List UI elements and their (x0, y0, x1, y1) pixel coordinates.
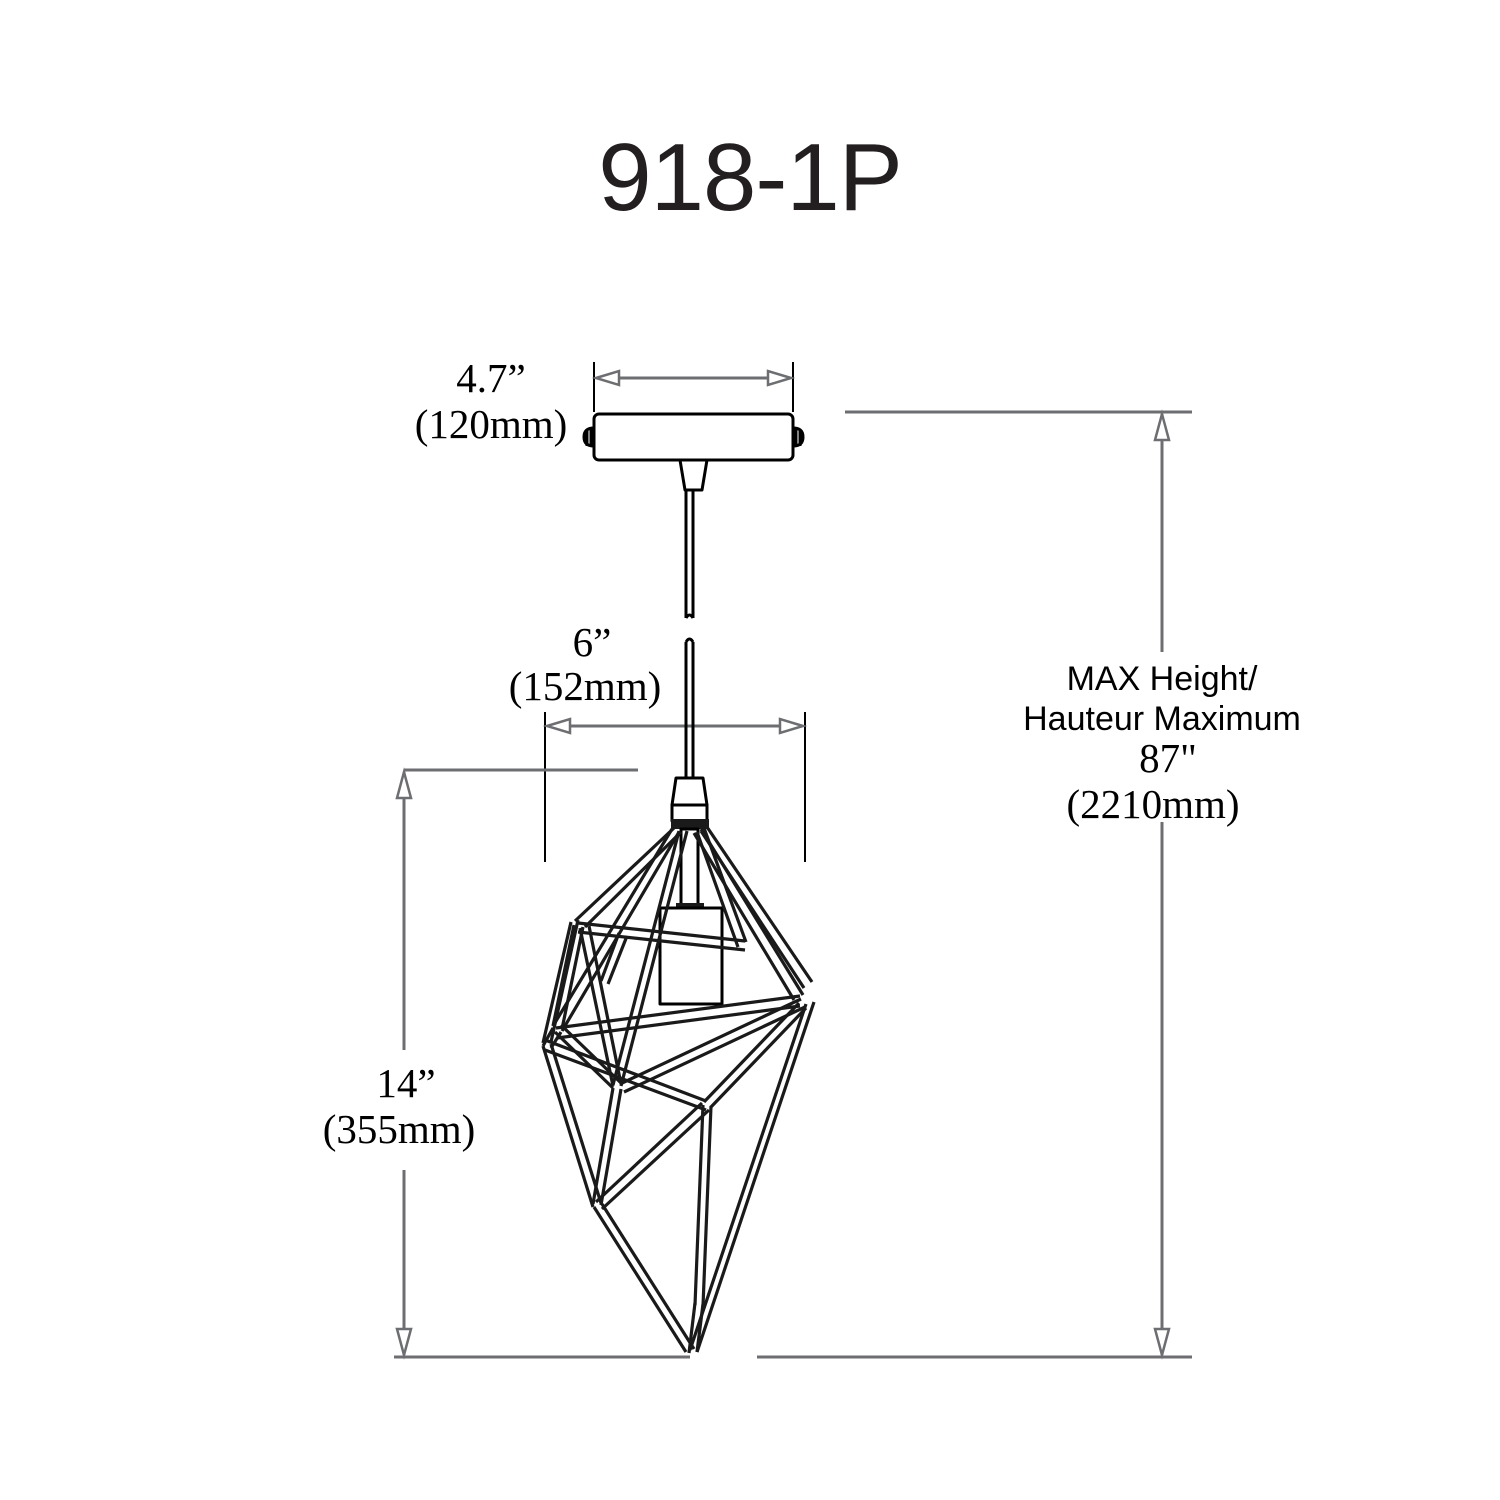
shade-width-arrow-right (778, 717, 808, 735)
strut-hub-to-upper-left-a (573, 826, 676, 923)
shade-height-dimension: 14” (355mm) (323, 767, 690, 1360)
shade-height-metric-label: (355mm) (323, 1106, 476, 1152)
strut-center-low-to-right-b (623, 1005, 806, 1094)
strut-hub-to-center-low-a (611, 830, 681, 1086)
suspension-cord-lower (684, 637, 695, 778)
socket-collar (670, 776, 709, 807)
strut-inner-accent-a (599, 932, 621, 982)
canopy-arrow-left (591, 369, 621, 387)
strut-left-mid-to-right-b (556, 1004, 801, 1040)
strut-upper-left-to-left-mid-b (560, 926, 585, 1030)
canopy-neck-cone (678, 458, 709, 492)
max-height-imperial-label: 87" (1139, 735, 1197, 781)
strut-shoulder-to-lower-right-a (544, 1038, 707, 1103)
strut-inner-accent-b (606, 935, 629, 985)
max-height-label-line2: Hauteur Maximum (1023, 700, 1301, 738)
max-height-label-line1: MAX Height/ (1067, 660, 1258, 698)
shade-width-dimension: 6” (152mm) (509, 619, 808, 862)
socket-ring (670, 803, 709, 823)
canopy-plate (592, 412, 795, 462)
canopy-screw-right (791, 426, 805, 448)
strut-center-low-to-lower-left-b (599, 1088, 623, 1206)
strut-upper-left-to-left-mid-a (551, 924, 576, 1027)
strut-upper-left-to-center-low-a (578, 927, 615, 1087)
strut-outer-left-lower-a (541, 1045, 595, 1208)
canopy-screw-left (582, 426, 596, 448)
canopy-width-imperial-label: 4.7” (456, 355, 525, 401)
strut-right-to-apex-b (695, 1001, 816, 1353)
strut-lower-left-to-apex-a (592, 1206, 688, 1353)
strut-outer-left-upper-a (541, 921, 573, 1044)
strut-outer-left-lower-b (549, 1043, 603, 1204)
cord-break-top (684, 613, 695, 619)
strut-center-low-to-right-a (619, 997, 802, 1086)
strut-lower-left-to-lower-right-a (594, 1101, 704, 1204)
strut-inner-apex-a (687, 1302, 697, 1354)
strut-left-mid-to-center-low-a (553, 1030, 615, 1090)
canopy-width-metric-label: (120mm) (415, 401, 568, 447)
shade-width-metric-label: (152mm) (509, 663, 662, 709)
page-title: 918-1P (598, 124, 902, 231)
strut-hub-to-left-mid-b (560, 831, 681, 1032)
strut-inner-apex-b (695, 1303, 705, 1353)
strut-upper-left-to-right-upper-b (577, 930, 746, 952)
strut-lower-right-to-right-b (709, 1006, 808, 1109)
strut-lower-right-vertical-b (701, 1105, 713, 1307)
strut-right-to-apex-a (688, 1003, 808, 1351)
max-height-metric-label: (2210mm) (1066, 781, 1239, 827)
max-height-arrow-top (1153, 409, 1171, 442)
strut-lower-left-to-lower-right-b (600, 1108, 711, 1211)
strut-lower-right-to-right-a (702, 1001, 801, 1104)
strut-hub-to-right-upper-b (695, 831, 740, 948)
strut-left-mid-to-right-a (555, 994, 801, 1030)
suspension-cord-upper (684, 490, 695, 619)
shade-height-imperial-label: 14” (376, 1060, 435, 1106)
lamp-holder-body (658, 906, 724, 1006)
strut-shoulder-to-lower-right-b (544, 1048, 707, 1112)
shade-height-arrow-bottom (395, 1327, 413, 1360)
shade-width-imperial-label: 6” (573, 619, 612, 665)
cord-break-bottom (684, 637, 695, 643)
canopy-arrow-right (766, 369, 796, 387)
canopy-width-dimension: 4.7” (120mm) (415, 355, 796, 447)
strut-left-mid-to-shoulder-a (541, 1027, 555, 1047)
shade-width-arrow-left (542, 717, 572, 735)
strut-upper-left-to-center-low-b (587, 925, 623, 1085)
strut-left-mid-to-center-low-b (559, 1023, 622, 1084)
strut-outer-left-upper-b (549, 919, 580, 1043)
strut-upper-left-to-right-upper-a (577, 921, 746, 943)
strut-center-low-to-lower-left-a (591, 1087, 615, 1205)
strut-lower-left-to-apex-b (600, 1203, 696, 1350)
strut-hub (671, 819, 709, 829)
max-height-dimension: MAX Height/ Hauteur Maximum 87" (2210mm) (757, 409, 1301, 1360)
socket-collar-assembly (658, 776, 724, 1006)
strut-hub-to-center-low-b (619, 830, 689, 1087)
geometric-cage-shade (541, 826, 816, 1354)
shade-height-arrow-top (395, 767, 413, 800)
max-height-arrow-bottom (1153, 1327, 1171, 1360)
canopy-assembly (582, 412, 805, 492)
strut-hub-to-outer-right-b (699, 830, 806, 989)
strut-hub-to-right-b (692, 832, 796, 1001)
strut-lower-right-vertical-a (693, 1104, 705, 1306)
strut-hub-to-outer-right-a (705, 826, 814, 983)
strut-left-mid-to-shoulder-b (549, 1031, 563, 1049)
strut-hub-to-upper-left-b (583, 830, 683, 929)
